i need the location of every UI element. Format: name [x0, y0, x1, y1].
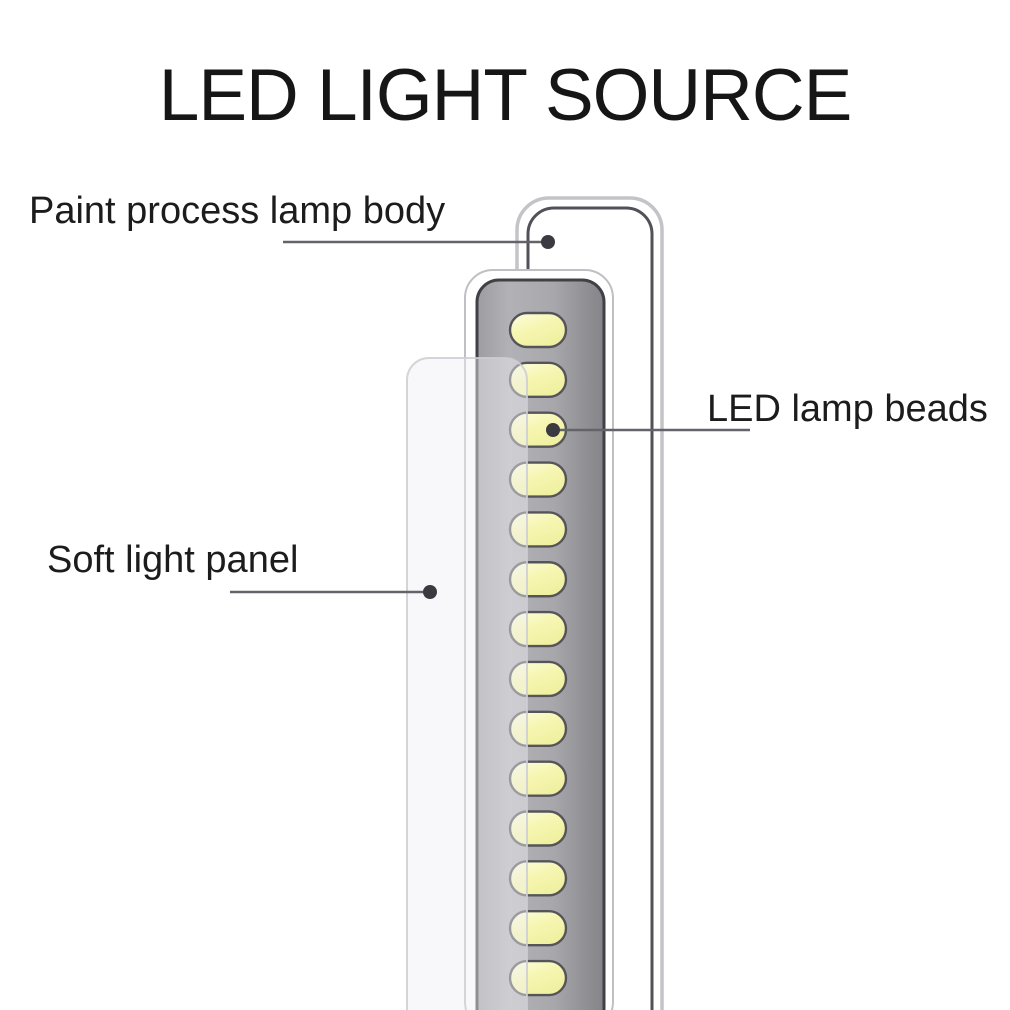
led-bead: [508, 910, 568, 947]
led-bead: [508, 660, 568, 698]
label-lamp-body: Paint process lamp body: [29, 190, 446, 232]
led-bead: [508, 311, 568, 349]
leader-dot-led-beads: [546, 423, 560, 437]
led-bead: [508, 561, 568, 598]
leader-dot-soft-panel: [423, 585, 437, 599]
led-bead: [508, 760, 568, 797]
label-led-beads: LED lamp beads: [707, 388, 988, 430]
led-bead: [508, 461, 568, 498]
label-soft-panel: Soft light panel: [47, 539, 299, 581]
leader-dot-lamp-body: [541, 235, 555, 249]
led-bead: [508, 959, 568, 997]
leader-led-beads: [546, 423, 750, 437]
led-bead-array: [508, 311, 568, 997]
led-bead: [508, 710, 568, 747]
leader-lamp-body: [283, 235, 555, 249]
page-title: LED LIGHT SOURCE: [158, 55, 853, 136]
led-bead: [508, 511, 568, 548]
led-bead: [508, 810, 568, 847]
leader-soft-panel: [230, 585, 437, 599]
soft-light-panel: [406, 357, 528, 1010]
led-bead: [508, 361, 568, 399]
led-bead: [508, 860, 568, 897]
led-bead: [508, 610, 568, 648]
